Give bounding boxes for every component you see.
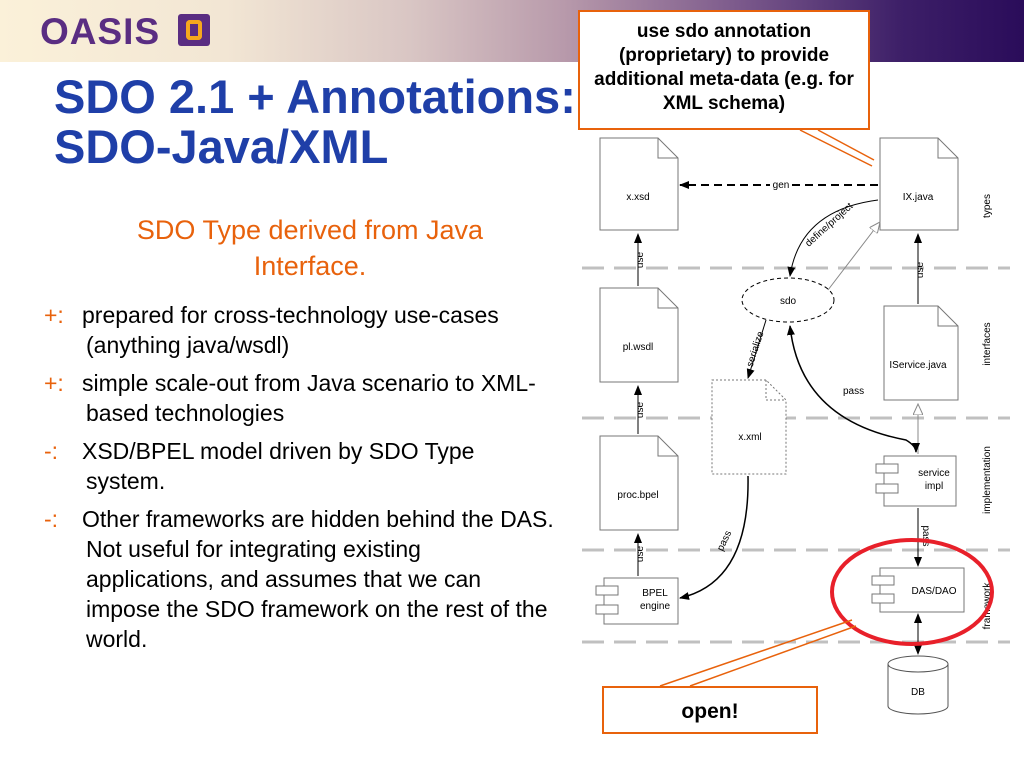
node-x-xsd: x.xsd — [599, 137, 679, 231]
callout-pointer-bottom — [689, 625, 857, 687]
edge-pass-xml-engine — [679, 475, 749, 600]
node-x-xml: x.xml — [711, 379, 787, 475]
document-icon — [883, 305, 959, 401]
callout-annotation: use sdo annotation (proprietary) to prov… — [578, 10, 870, 130]
node-label: x.xml — [738, 432, 761, 443]
edge-serialize — [746, 319, 767, 379]
oasis-logo-mark-icon — [178, 14, 210, 46]
bullet-marker: -: — [44, 438, 59, 464]
node-label: DAS/DAO — [911, 586, 956, 597]
edge-label-gen: gen — [773, 180, 790, 191]
edge-define-project — [787, 199, 879, 277]
node-label: DB — [911, 687, 925, 698]
title-line-2: SDO-Java/XML — [54, 120, 389, 173]
bullet-item: -: XSD/BPEL model driven by SDO Type syst… — [44, 436, 554, 496]
node-bpel-engine: BPEL engine — [595, 577, 679, 625]
node-label: x.xsd — [626, 192, 649, 203]
edge-sdo-ix — [827, 222, 880, 291]
document-icon — [711, 379, 787, 475]
title-line-1: SDO 2.1 + Annotations: — [54, 70, 576, 123]
bullet-list: +: prepared for cross-technology use-case… — [44, 300, 554, 662]
node-label: pl.wsdl — [623, 342, 654, 353]
edge-label-pass: pass — [843, 386, 864, 397]
node-label-line-1: service — [918, 468, 950, 479]
highlight-circle — [830, 538, 994, 646]
node-label: IService.java — [889, 360, 947, 371]
node-label-line-2: impl — [925, 481, 943, 492]
document-icon — [599, 287, 679, 383]
bullet-item: +: prepared for cross-technology use-case… — [44, 300, 554, 360]
node-proc-bpel: proc.bpel — [599, 435, 679, 531]
node-label: IX.java — [903, 192, 934, 203]
node-sdo: sdo — [741, 277, 835, 323]
oasis-logo: OASIS — [40, 11, 161, 52]
node-label-line-2: engine — [640, 601, 670, 612]
edge-label-define-project: define/project — [803, 201, 855, 249]
node-label: sdo — [780, 296, 797, 307]
node-service-impl: service impl — [875, 455, 957, 507]
layer-label-interfaces: interfaces — [982, 322, 993, 365]
document-icon — [599, 137, 679, 231]
callout-pointer-top — [799, 129, 873, 167]
edge-pass-sdo-impl — [786, 325, 920, 453]
database-icon — [887, 664, 949, 715]
document-icon — [599, 435, 679, 531]
edge-label-use: use — [635, 252, 646, 269]
component-icon — [879, 567, 965, 613]
node-label-line-1: BPEL — [642, 588, 668, 599]
slide-subtitle: SDO Type derived from Java Interface. — [136, 215, 484, 281]
node-label: proc.bpel — [617, 490, 658, 501]
slide-title: SDO 2.1 + Annotations: SDO-Java/XML — [54, 72, 576, 172]
callout-open: open! — [602, 686, 818, 734]
bullet-item: -: Other frameworks are hidden behind the… — [44, 504, 554, 654]
node-das-dao: DAS/DAO — [871, 567, 965, 613]
edge-label-serialize: serialize — [745, 330, 767, 369]
node-iservice-java: IService.java — [883, 305, 959, 401]
layer-label-types: types — [982, 194, 993, 218]
document-icon — [879, 137, 959, 231]
bullet-text: XSD/BPEL model driven by SDO Type system… — [82, 438, 475, 494]
bullet-text: simple scale-out from Java scenario to X… — [82, 370, 536, 426]
node-pl-wsdl: pl.wsdl — [599, 287, 679, 383]
callout-pointer-top — [817, 129, 875, 161]
bullet-text: Other frameworks are hidden behind the D… — [82, 506, 554, 652]
node-ix-java: IX.java — [879, 137, 959, 231]
edge-label-pass: pass — [920, 525, 931, 546]
bullet-marker: +: — [44, 370, 64, 396]
bullet-text: prepared for cross-technology use-cases … — [82, 302, 499, 358]
layer-label-implementation: implementation — [982, 446, 993, 514]
callout-pointer-bottom — [659, 619, 853, 687]
bullet-marker: +: — [44, 302, 64, 328]
node-db: DB — [887, 655, 949, 715]
bullet-item: +: simple scale-out from Java scenario to… — [44, 368, 554, 428]
edge-label-use: use — [635, 546, 646, 563]
bullet-marker: -: — [44, 506, 59, 532]
edge-label-use: use — [915, 262, 926, 279]
edge-label-use: use — [635, 402, 646, 419]
